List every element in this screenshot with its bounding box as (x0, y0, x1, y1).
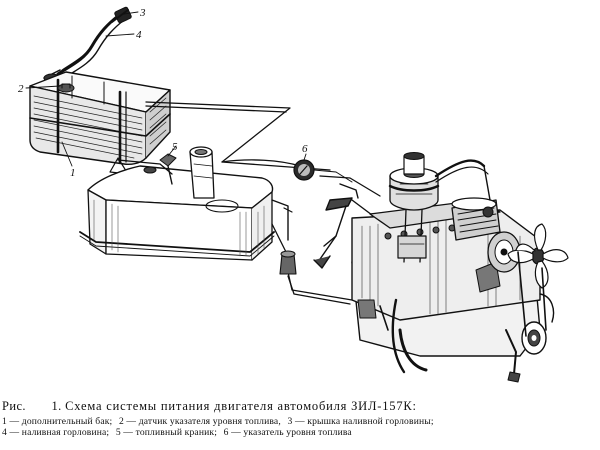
figure-title: Схема системы питания двигателя автомоби… (65, 399, 417, 413)
legend-item-6: 6 — указатель уровня топлива (223, 427, 352, 438)
legend-item-4: 4 — наливная горловина; (2, 427, 110, 438)
callout-3: 3 (139, 7, 146, 19)
engine (351, 199, 541, 383)
engine-front (487, 223, 569, 355)
callout-1: 1 (70, 167, 76, 179)
fuel-filter (279, 250, 297, 275)
callout-5: 5 (172, 141, 178, 153)
callout-2: 2 (18, 83, 24, 95)
figure-label: Рис. (2, 399, 26, 413)
caption-heading: Рис. 1. Схема системы питания двигателя … (2, 399, 598, 413)
filler-cap (111, 6, 132, 24)
fuel-system-diagram: 3 4 2 1 5 6 (18, 6, 569, 383)
legend-item-3: 3 — крышка наливной горловины; (287, 415, 434, 427)
auxiliary-tank (29, 71, 171, 175)
legend-item-2: 2 — датчик указателя уровня топлива, (118, 415, 281, 427)
legend-item-5: 5 — топливный краник; (115, 427, 218, 438)
callout-labels: 3 4 2 1 5 6 (18, 7, 308, 179)
air-filter (388, 152, 489, 263)
callout-4: 4 (136, 29, 142, 41)
legend-line-2: 4 — наливная горловина; 5 — топливный кр… (2, 427, 598, 439)
figure-number: 1. (51, 399, 62, 413)
legend-line-1: 1 — дополнительный бак; 2 — датчик указа… (2, 416, 598, 428)
leader-lines (25, 11, 307, 167)
figure-caption: Рис. 1. Схема системы питания двигателя … (2, 399, 598, 439)
fuel-gauge (293, 159, 353, 183)
legend-item-1: 1 — дополнительный бак; (2, 415, 113, 427)
main-tank (79, 146, 293, 261)
compressor (451, 165, 501, 241)
callout-6: 6 (302, 143, 308, 155)
filler-neck (56, 14, 125, 79)
